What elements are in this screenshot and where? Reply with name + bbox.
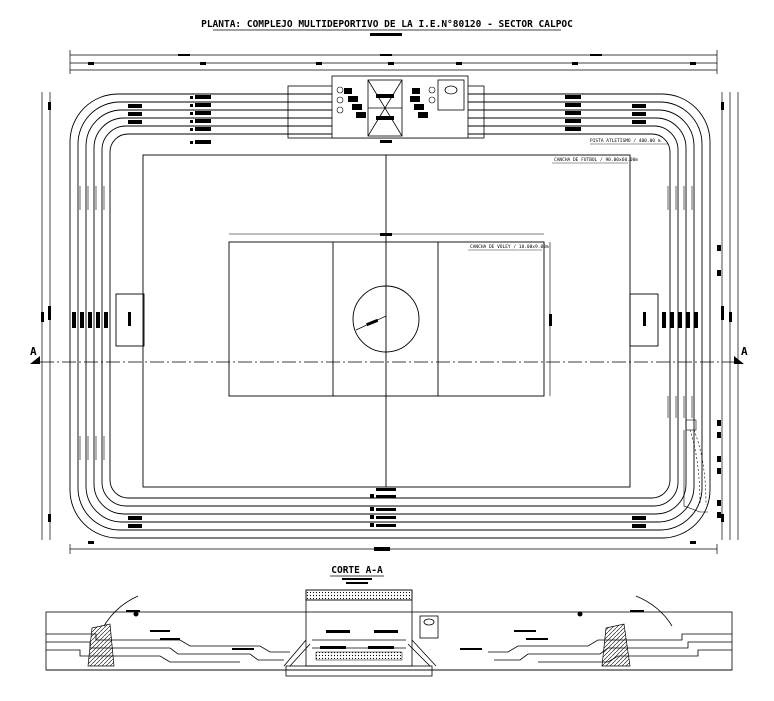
grandstand-building <box>287 75 485 139</box>
football-field <box>115 154 659 488</box>
section-title-block: CORTE A-A <box>330 565 384 584</box>
track-lane-markers-sides <box>72 312 698 328</box>
side-dimension-marks <box>41 102 732 522</box>
volley-court <box>228 233 551 397</box>
football-label-text: CANCHA DE FUTBOL / 90.00x60.00m <box>554 157 638 163</box>
track-lane-markers-top <box>128 95 646 144</box>
section-line: A A <box>30 345 748 364</box>
section-marker-left: A <box>30 345 37 358</box>
access-ramp <box>683 419 708 513</box>
volley-label-text: CANCHA DE VOLEY / 18.00x9.00m <box>470 244 549 250</box>
bottom-dimension <box>69 541 718 554</box>
top-dimension-marks <box>88 54 696 65</box>
grandstand-fixtures <box>336 86 436 114</box>
track-lane-markers-bottom <box>128 494 646 528</box>
grandstand-stairs <box>344 88 428 120</box>
football-label: CANCHA DE FUTBOL / 90.00x60.00m <box>552 157 638 164</box>
football-field-marks <box>128 140 646 491</box>
section-label-marks <box>126 610 644 650</box>
section-fills <box>87 589 631 667</box>
volley-court-marks <box>366 233 552 327</box>
section-marker-right: A <box>741 345 748 358</box>
track-side-tick-lines <box>79 186 693 460</box>
section-title: CORTE A-A <box>331 565 383 576</box>
track-label-text: PISTA ATLETISMO / 400.00 m <box>590 138 661 144</box>
plan-title: PLANTA: COMPLEJO MULTIDEPORTIVO DE LA I.… <box>201 19 573 30</box>
volley-label: CANCHA DE VOLEY / 18.00x9.00m <box>468 244 549 251</box>
plan-title-block: PLANTA: COMPLEJO MULTIDEPORTIVO DE LA I.… <box>201 19 573 36</box>
track-label: PISTA ATLETISMO / 400.00 m <box>590 138 668 145</box>
